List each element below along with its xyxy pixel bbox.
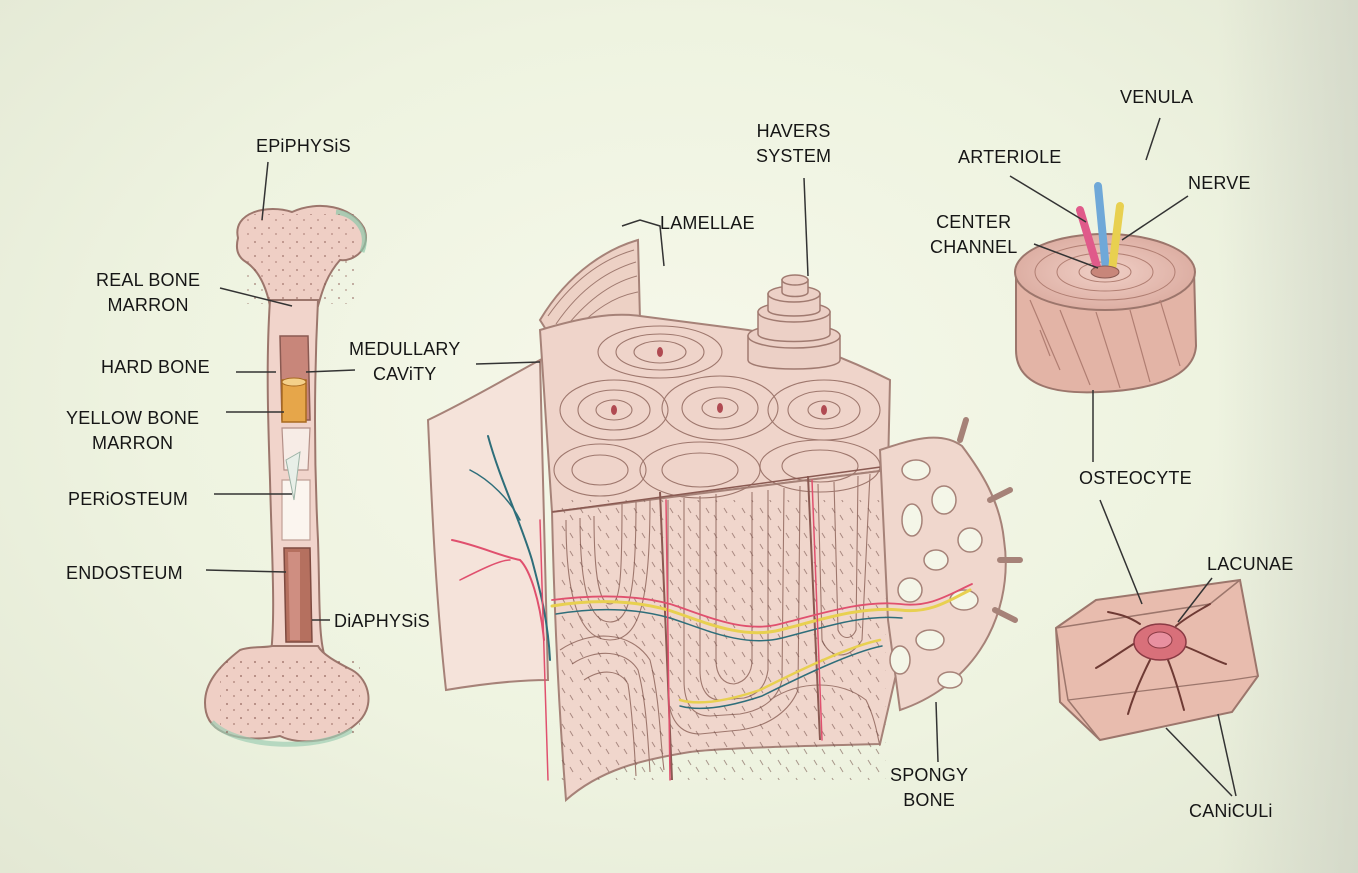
label-endosteum: ENDOSTEUM [66, 561, 183, 586]
label-osteocyte: OSTEOCYTE [1079, 466, 1192, 491]
spongy-bone [880, 420, 1020, 710]
label-periosteum: PERiOSTEUM [68, 487, 188, 512]
lacuna-block [1056, 580, 1258, 740]
label-venula: VENULA [1120, 85, 1193, 110]
havers-system-stack [748, 275, 840, 369]
label-diaphysis: DiAPHYSiS [334, 609, 430, 634]
label-nerve: NERVE [1188, 171, 1251, 196]
label-caniculi: CANiCULi [1189, 799, 1273, 824]
label-epiphysis: EPiPHYSiS [256, 134, 351, 159]
label-arteriole: ARTERIOLE [958, 145, 1062, 170]
long-bone [205, 206, 369, 744]
periosteum-flap [428, 360, 548, 690]
label-hard-bone: HARD BONE [101, 355, 210, 380]
label-lacunae: LACUNAE [1207, 552, 1293, 577]
osteon-cylinder [1015, 186, 1196, 392]
label-lamellae: LAMELLAE [660, 211, 755, 236]
